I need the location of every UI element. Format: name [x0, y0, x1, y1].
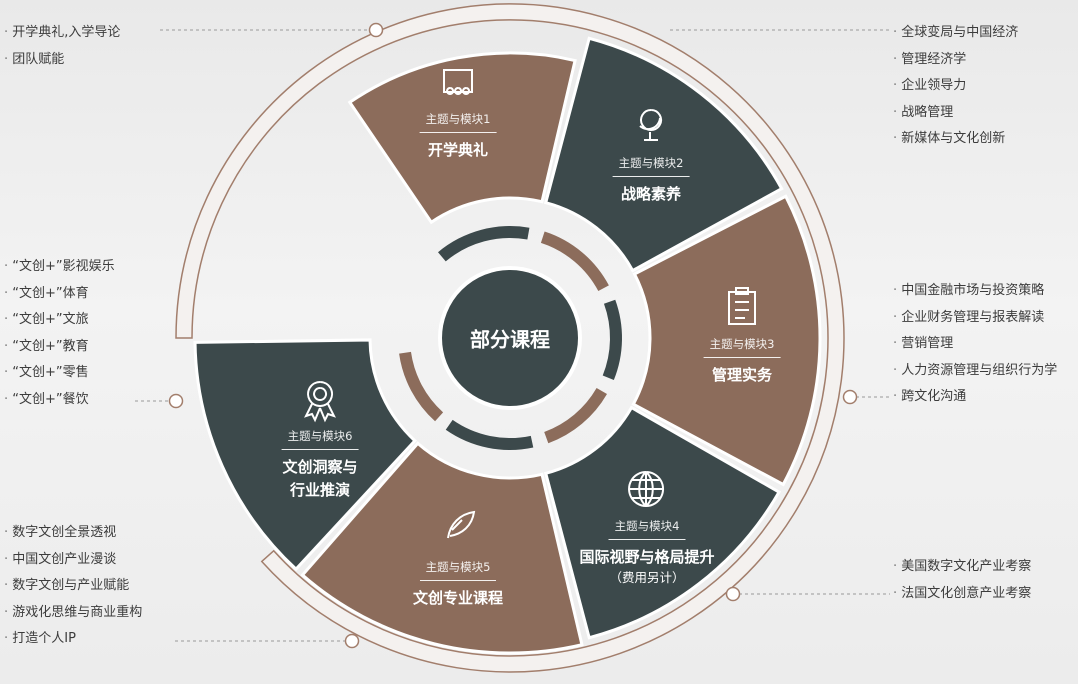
- feather-icon: [447, 510, 476, 539]
- topic: 管理经济学: [893, 47, 1018, 74]
- connector-dot: [725, 586, 741, 602]
- module-title-line1: 文创洞察与: [282, 458, 358, 476]
- module1-topics: 开学典礼,入学导论 团队赋能: [4, 20, 120, 73]
- module-4-segment[interactable]: [543, 405, 782, 640]
- topic: 开学典礼,入学导论: [4, 20, 120, 47]
- module-6-segment[interactable]: [193, 338, 417, 572]
- topic: 新媒体与文化创新: [893, 126, 1018, 153]
- module-3-segment[interactable]: [631, 194, 822, 487]
- topic: “文创+”体育: [4, 281, 115, 308]
- inner-ring-arc: [438, 226, 530, 262]
- module-5-text[interactable]: 主题与模块5 文创专业课程: [413, 556, 503, 610]
- globe-stand-icon: [639, 109, 663, 141]
- inner-ring-arc: [540, 231, 609, 292]
- classroom-icon: [443, 69, 473, 95]
- clipboard-icon: [728, 287, 756, 325]
- connector-dot: [168, 393, 184, 409]
- module-2-segment[interactable]: [543, 36, 784, 273]
- topic: “文创+”影视娱乐: [4, 254, 114, 281]
- module-label: 主题与模块6: [281, 428, 359, 450]
- module-3-text[interactable]: 主题与模块3 管理实务: [703, 333, 781, 387]
- module-title-line2: 行业推演: [289, 481, 351, 499]
- module3-topics: 中国金融市场与投资策略 企业财务管理与报表解读 营销管理 人力资源管理与组织行为…: [893, 278, 1057, 411]
- module-label: 主题与模块2: [612, 155, 690, 177]
- topic: 团队赋能: [4, 47, 120, 74]
- topic: “文创+”餐饮: [4, 387, 115, 414]
- inner-ring-arc: [445, 419, 534, 451]
- module-title: 国际视野与格局提升: [579, 548, 715, 566]
- inner-ring-arc: [399, 351, 444, 422]
- module-label: 主题与模块4: [608, 518, 686, 540]
- topic: 战略管理: [893, 100, 1018, 127]
- topic: 打造个人IP: [4, 626, 142, 653]
- module-title: 开学典礼: [427, 141, 489, 159]
- module5-topics: 数字文创全景透视 中国文创产业漫谈 数字文创与产业赋能 游戏化思维与商业重构 打…: [4, 520, 142, 653]
- connectors: [135, 22, 890, 649]
- module2-topics: 全球变局与中国经济 管理经济学 企业领导力 战略管理 新媒体与文化创新: [893, 20, 1018, 153]
- connector-dot: [842, 389, 858, 405]
- topic: 美国数字文化产业考察: [893, 554, 1031, 581]
- inner-ring: [399, 226, 622, 451]
- topic: 数字文创全景透视: [4, 520, 142, 547]
- topic: “文创+”零售: [4, 360, 115, 387]
- module-label: 主题与模块1: [419, 111, 497, 133]
- topic: 游戏化思维与商业重构: [4, 600, 142, 627]
- module4-topics: 美国数字文化产业考察 法国文化创意产业考察: [893, 554, 1031, 607]
- topic: 人力资源管理与组织行为学: [893, 358, 1057, 385]
- topic: “文创+”教育: [4, 334, 115, 361]
- module-1-segment[interactable]: [347, 51, 577, 225]
- module-5-segment[interactable]: [300, 441, 584, 655]
- module-2-text[interactable]: 主题与模块2 战略素养: [612, 152, 690, 206]
- module-label: 主题与模块3: [703, 336, 781, 358]
- module6-topics: “文创+”影视娱乐 “文创+”体育 “文创+”文旅 “文创+”教育 “文创+”零…: [4, 254, 115, 414]
- topic: 中国文创产业漫谈: [4, 547, 142, 574]
- connector-dot: [368, 22, 384, 38]
- module-6-text[interactable]: 主题与模块6 文创洞察与 行业推演: [281, 425, 359, 502]
- center-circle: [438, 266, 582, 410]
- topic: 营销管理: [893, 331, 1057, 358]
- module-title: 文创专业课程: [412, 589, 504, 607]
- topic: 法国文化创意产业考察: [893, 581, 1031, 608]
- module-segments: [193, 36, 822, 655]
- award-icon: [304, 381, 336, 423]
- module-subtitle: （费用另计）: [609, 570, 685, 585]
- center-title: 部分课程: [470, 327, 550, 352]
- topic: 跨文化沟通: [893, 384, 1057, 411]
- module-title: 战略素养: [620, 185, 682, 203]
- topic: 数字文创与产业赋能: [4, 573, 142, 600]
- inner-ring-arc: [602, 299, 622, 380]
- topic: 企业领导力: [893, 73, 1018, 100]
- topic: 全球变局与中国经济: [893, 20, 1018, 47]
- module-4-text[interactable]: 主题与模块4 国际视野与格局提升 （费用另计）: [579, 515, 714, 587]
- connector-dot: [344, 633, 360, 649]
- world-icon: [628, 471, 665, 507]
- module-label: 主题与模块5: [419, 559, 497, 581]
- outer-ring-band: [175, 3, 845, 673]
- topic: 企业财务管理与报表解读: [893, 305, 1057, 332]
- module-1-text[interactable]: 主题与模块1 开学典礼: [419, 108, 497, 162]
- module-title: 管理实务: [711, 366, 773, 384]
- inner-ring-arc: [544, 388, 607, 444]
- topic: 中国金融市场与投资策略: [893, 278, 1057, 305]
- topic: “文创+”文旅: [4, 307, 115, 334]
- outer-ring: [175, 3, 845, 673]
